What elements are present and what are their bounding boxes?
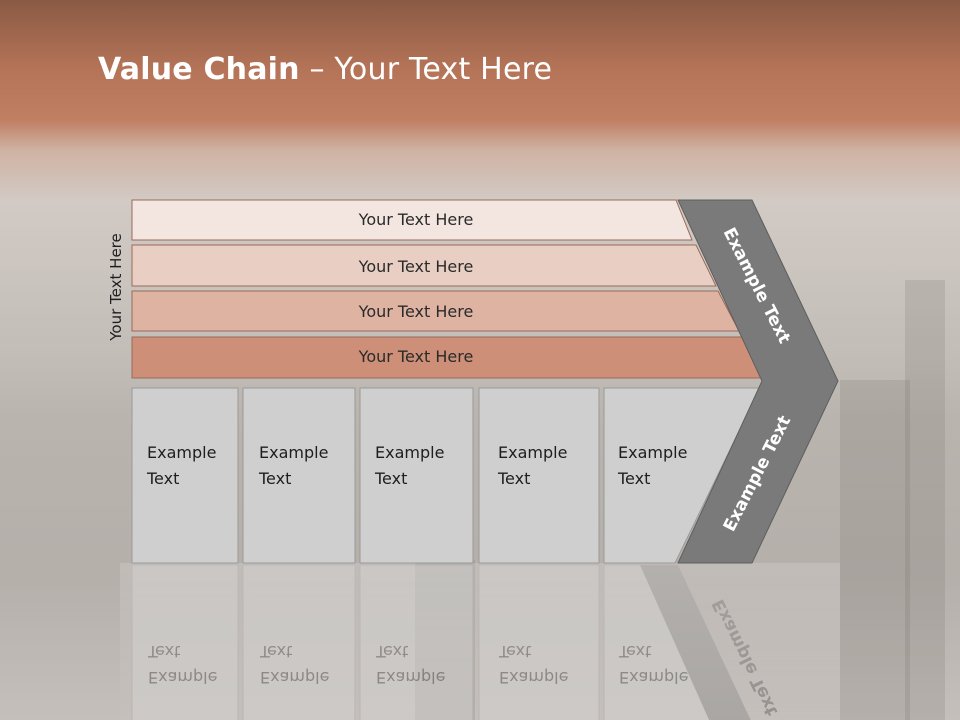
cell-2-line1: Example	[259, 443, 328, 462]
chevron-arrow	[677, 199, 839, 564]
cell-3	[359, 387, 474, 564]
bar-2	[131, 244, 717, 287]
background-building	[840, 380, 910, 720]
cells-group: Example Text Example Text Example Text E…	[131, 387, 761, 564]
cell-4-line1: Example	[498, 443, 567, 462]
cell-5-line2: Text	[617, 469, 650, 488]
bar-1-label: Your Text Here	[358, 210, 474, 229]
cell-2	[242, 387, 356, 564]
bar-3-label: Your Text Here	[358, 302, 474, 321]
slide-title-rest: – Your Text Here	[299, 52, 553, 87]
bar-1	[131, 199, 693, 241]
cell-1	[131, 387, 239, 564]
cell-5-line1: Example	[618, 443, 687, 462]
cell-1-line1: Example	[147, 443, 216, 462]
slide-title: Value Chain – Your Text Here	[98, 52, 552, 87]
bars-group: Your Text Here Your Text Here Your Text …	[131, 199, 765, 379]
cell-1-line2: Text	[146, 469, 179, 488]
cell-3-line2: Text	[374, 469, 407, 488]
slide-title-bold: Value Chain	[98, 52, 300, 87]
bar-2-label: Your Text Here	[358, 257, 474, 276]
bar-4-label: Your Text Here	[358, 347, 474, 366]
cell-5	[603, 387, 761, 564]
cell-4	[478, 387, 600, 564]
background-building	[905, 280, 945, 720]
diagram-reflection: Text Example Text Example Text Example T…	[120, 563, 840, 720]
cell-4-line2: Text	[497, 469, 530, 488]
cell-3-line1: Example	[375, 443, 444, 462]
cell-2-line2: Text	[258, 469, 291, 488]
